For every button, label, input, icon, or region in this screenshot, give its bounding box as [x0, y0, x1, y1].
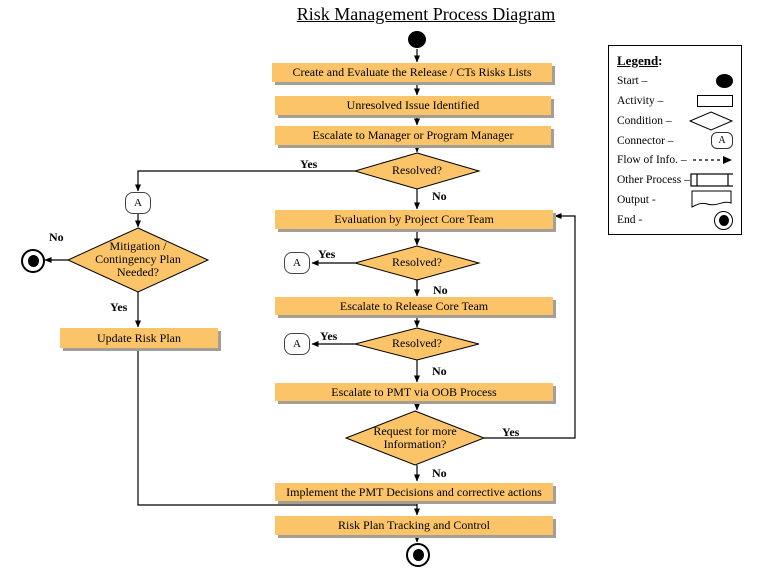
request-info-diamond	[344, 410, 486, 466]
connector-a2: A	[284, 252, 310, 274]
page-title: Risk Management Process Diagram	[296, 4, 556, 24]
end-node-bottom-dot	[412, 549, 424, 561]
resolved2-label: Resolved?	[392, 255, 442, 269]
end-node-left-dot	[27, 255, 39, 267]
legend-condition-label: Condition –	[617, 114, 672, 127]
start-node	[408, 31, 426, 48]
legend-title-colon: :	[658, 52, 663, 68]
legend-item-condition: Condition –	[617, 111, 733, 131]
legend-item-activity: Activity –	[617, 91, 733, 111]
mitigation-diamond	[66, 227, 210, 293]
mitigation-label-line2: Contingency Plan	[95, 252, 181, 266]
request-info-label-line1: Request for more	[373, 424, 457, 438]
edge-request-yes-to-evaluation	[484, 213, 576, 439]
end-node-bottom	[406, 543, 430, 567]
activity-risk-tracking: Risk Plan Tracking and Control	[275, 516, 553, 535]
legend-item-flow: Flow of Info. –	[617, 150, 733, 170]
other-process-symbol-icon	[690, 173, 733, 187]
activity-evaluation-core-team: Evaluation by Project Core Team	[275, 210, 553, 229]
activity-symbol-icon	[697, 94, 733, 107]
legend-title-text: Legend	[617, 52, 659, 68]
edge-update-plan-to-tracking-junction	[137, 348, 417, 506]
mitigation-label-line3: Needed?	[117, 265, 159, 279]
end-node-left	[21, 249, 45, 273]
legend-item-start: Start –	[617, 71, 733, 91]
legend-item-end: End -	[617, 210, 733, 230]
mitigation-label: Mitigation / Contingency Plan Needed?	[68, 240, 208, 279]
activity-create-evaluate: Create and Evaluate the Release / CTs Ri…	[272, 63, 552, 82]
resolved2-diamond	[353, 245, 481, 281]
legend-title: Legend:	[617, 53, 663, 69]
resolved3-label: Resolved?	[392, 336, 442, 350]
legend-output-label: Output -	[617, 194, 656, 207]
output-symbol-icon	[691, 190, 732, 208]
request-info-label: Request for more Information?	[346, 425, 484, 451]
legend-end-label: End -	[617, 214, 643, 227]
activity-escalate-pmt: Escalate to PMT via OOB Process	[275, 383, 553, 401]
legend-other-process-label: Other Process –	[617, 174, 690, 187]
flow-arrow-symbol-icon	[693, 156, 732, 165]
condition-symbol-icon	[689, 111, 733, 131]
resolved2-yes-label: Yes	[318, 247, 336, 261]
activity-implement-decisions: Implement the PMT Decisions and correcti…	[275, 483, 553, 501]
legend-start-label: Start –	[617, 74, 648, 87]
resolved1-label: Resolved?	[392, 163, 442, 177]
connector-a3: A	[284, 333, 310, 355]
resolved3-diamond	[354, 327, 480, 361]
request-no-label: No	[432, 466, 447, 480]
activity-escalate-manager: Escalate to Manager or Program Manager	[275, 126, 551, 145]
activity-unresolved-issue: Unresolved Issue Identified	[275, 96, 551, 115]
legend-flow-label: Flow of Info. –	[617, 154, 687, 167]
connector-a1: A	[125, 192, 151, 214]
resolved1-diamond	[353, 152, 481, 190]
request-info-label-line2: Information?	[383, 437, 447, 451]
legend-connector-label: Connector –	[617, 134, 674, 147]
connector-symbol-icon: A	[711, 132, 733, 149]
end-symbol-dot	[718, 214, 729, 226]
legend-item-other-process: Other Process –	[617, 170, 733, 190]
request-yes-label: Yes	[502, 425, 520, 439]
mitigation-no-label: No	[49, 230, 64, 244]
legend-item-output: Output -	[617, 190, 733, 210]
resolved1-yes-label: Yes	[300, 157, 318, 171]
resolved2-no-label: No	[433, 283, 448, 297]
connector-symbol-letter: A	[718, 135, 726, 146]
legend-title-row: Legend:	[617, 51, 733, 71]
edge-resolved1-yes-to-connector-a1	[135, 170, 355, 192]
legend-activity-label: Activity –	[617, 94, 664, 107]
legend-item-connector: Connector – A	[617, 131, 733, 151]
activity-escalate-release: Escalate to Release Core Team	[275, 297, 553, 315]
resolved3-yes-label: Yes	[320, 329, 338, 343]
resolved3-no-label: No	[432, 364, 447, 378]
resolved1-no-label: No	[432, 189, 447, 203]
mitigation-label-line1: Mitigation /	[109, 239, 167, 253]
start-symbol-icon	[716, 73, 733, 88]
end-symbol-icon	[714, 210, 733, 230]
legend-box: Legend: Start – Activity – Condition – C…	[608, 45, 742, 235]
activity-update-risk-plan: Update Risk Plan	[60, 328, 218, 348]
mitigation-yes-label: Yes	[110, 300, 128, 314]
